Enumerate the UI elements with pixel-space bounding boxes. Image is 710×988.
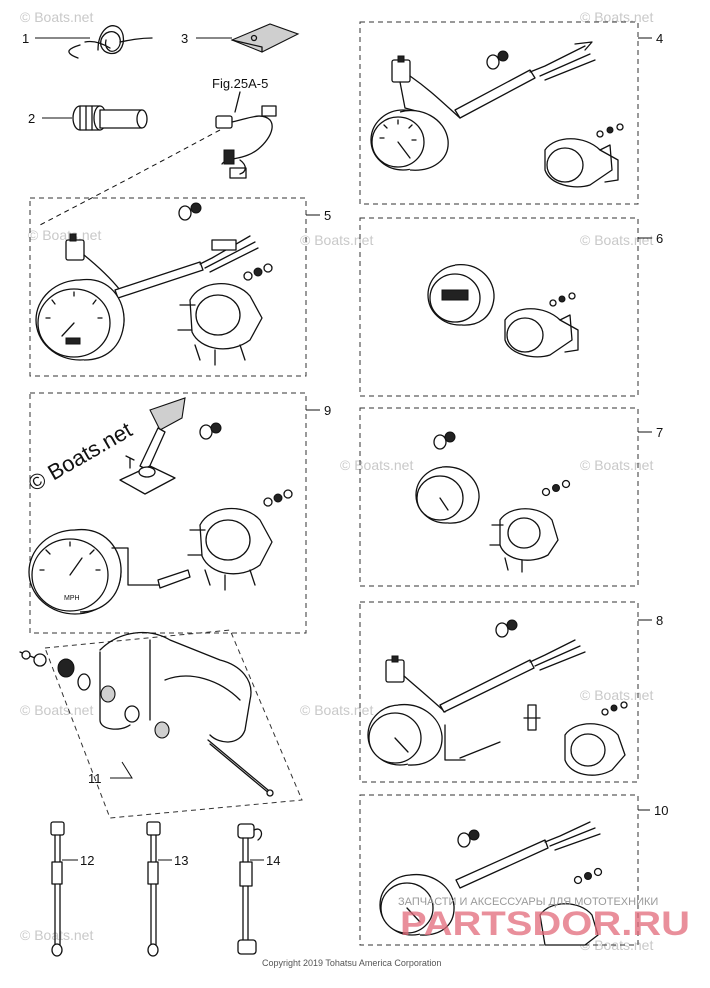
watermark-text: © Boats.net xyxy=(28,227,101,243)
callout-1: 1 xyxy=(22,31,29,46)
group-11-panel-mount xyxy=(19,631,274,797)
group-box-8 xyxy=(359,601,639,783)
callout-13: 13 xyxy=(174,853,188,868)
callout-4: 4 xyxy=(656,31,663,46)
callout-12: 12 xyxy=(80,853,94,868)
copyright-text: Copyright 2019 Tohatsu America Corporati… xyxy=(262,958,441,968)
group-box-9 xyxy=(29,392,307,634)
group-box-6 xyxy=(359,217,639,397)
part-13-sender-wire xyxy=(146,821,161,957)
watermark-text: © Boats.net xyxy=(20,927,93,943)
group-boxes xyxy=(29,21,639,946)
part-3-pouch xyxy=(230,23,300,53)
callouts: 1 2 3 4 5 6 9 7 8 10 11 12 13 14 xyxy=(22,31,668,868)
group-6-hour-meter-kit xyxy=(427,264,579,358)
group-box-10 xyxy=(359,794,639,946)
callout-9: 9 xyxy=(324,403,331,418)
gauge-mph-label: MPH xyxy=(64,595,80,602)
fig-reference-label: Fig.25A-5 xyxy=(212,76,268,91)
group-box-5 xyxy=(29,197,307,377)
callout-10: 10 xyxy=(654,803,668,818)
callout-7: 7 xyxy=(656,425,663,440)
watermark-text: © Boats.net xyxy=(580,457,653,473)
watermark-text: © Boats.net xyxy=(300,232,373,248)
group-9-speedometer-kit: MPH xyxy=(28,397,293,615)
part-1-wire-coil xyxy=(68,25,153,59)
watermark-text: © Boats.net xyxy=(340,457,413,473)
watermark-text: © Boats.net xyxy=(580,937,653,953)
brand-logo-text: PARTSDOR.RU xyxy=(400,905,690,943)
group-8-gauge-kit xyxy=(367,619,628,776)
group-7-gauge-kit xyxy=(415,431,571,573)
callout-5: 5 xyxy=(324,208,331,223)
watermark-text: © Boats.net xyxy=(300,702,373,718)
callout-2: 2 xyxy=(28,111,35,126)
group-box-4 xyxy=(359,21,639,205)
watermark-text: © Boats.net xyxy=(580,232,653,248)
group-4-gauge-kit xyxy=(370,41,624,188)
watermark-text: © Boats.net xyxy=(580,9,653,25)
watermark-large-text: © Boats.net xyxy=(24,417,136,496)
callout-8: 8 xyxy=(656,613,663,628)
watermark-text: © Boats.net xyxy=(20,702,93,718)
brand-tagline: ЗАПЧАСТИ И АКСЕССУАРЫ ДЛЯ МОТОТЕХНИКИ xyxy=(398,896,658,908)
part-12-sender-wire xyxy=(50,821,65,957)
callout-6: 6 xyxy=(656,231,663,246)
group-box-7 xyxy=(359,407,639,587)
callout-11: 11 xyxy=(88,771,102,786)
callout-3: 3 xyxy=(181,31,188,46)
callout-14: 14 xyxy=(266,853,280,868)
watermark-text: © Boats.net xyxy=(580,687,653,703)
group-box-11 xyxy=(44,629,303,819)
harness-fig-25a-5: Fig.25A-5 xyxy=(39,76,277,226)
group-5-tachometer-kit xyxy=(35,202,273,366)
group-10-gauge-kit xyxy=(379,821,603,946)
part-2-hose-fitting xyxy=(72,105,148,131)
watermark-text: © Boats.net xyxy=(20,9,93,25)
branding-overlay: ЗАПЧАСТИ И АКСЕССУАРЫ ДЛЯ МОТОТЕХНИКИ PA… xyxy=(262,896,690,968)
part-14-sender-wire xyxy=(237,823,263,955)
